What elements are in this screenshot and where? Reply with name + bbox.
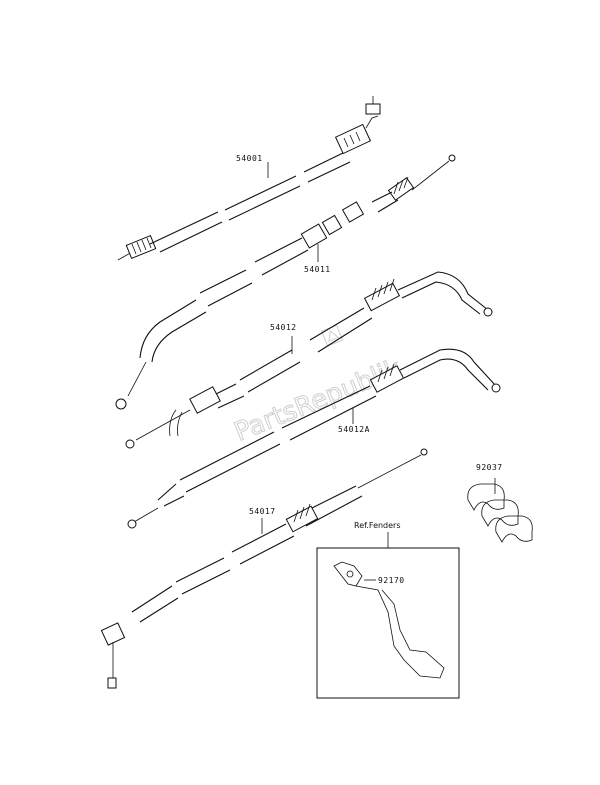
cable-54017[interactable] (100, 448, 428, 689)
clamp-92037[interactable] (467, 483, 533, 543)
label-54017[interactable]: 54017 (249, 507, 276, 516)
ref-fenders-label: Ref.Fenders (354, 521, 401, 530)
label-54001[interactable]: 54001 (236, 154, 263, 163)
label-92170[interactable]: 92170 (378, 576, 405, 585)
ref-fenders-box (316, 547, 460, 699)
watermark-text: PartsRepublik (230, 354, 405, 448)
label-54012A[interactable]: 54012A (338, 425, 370, 434)
cable-54001[interactable] (117, 96, 381, 261)
bracket-92170[interactable] (333, 561, 445, 679)
label-54012[interactable]: 54012 (270, 323, 297, 332)
cable-54011[interactable] (115, 154, 456, 410)
label-54011[interactable]: 54011 (304, 265, 331, 274)
cable-54012[interactable] (125, 271, 493, 449)
cable-54012A[interactable] (127, 348, 501, 529)
label-92037[interactable]: 92037 (476, 463, 503, 472)
